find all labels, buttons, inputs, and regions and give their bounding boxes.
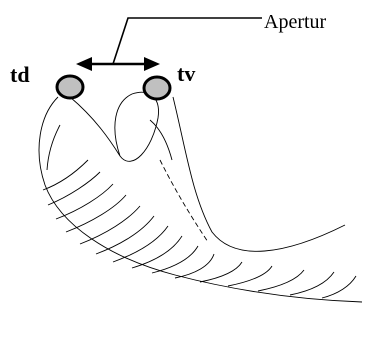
ventral-tip-marker xyxy=(144,77,170,99)
ventral-tip-label: tv xyxy=(177,63,195,85)
shell-outline xyxy=(39,92,362,302)
dorsal-tip-label: td xyxy=(10,64,30,86)
aperture-width-arrow xyxy=(76,57,160,71)
dorsal-tip-marker xyxy=(57,76,83,98)
aperture-label: Apertur xyxy=(264,12,326,32)
aperture-leader-line xyxy=(113,18,262,64)
